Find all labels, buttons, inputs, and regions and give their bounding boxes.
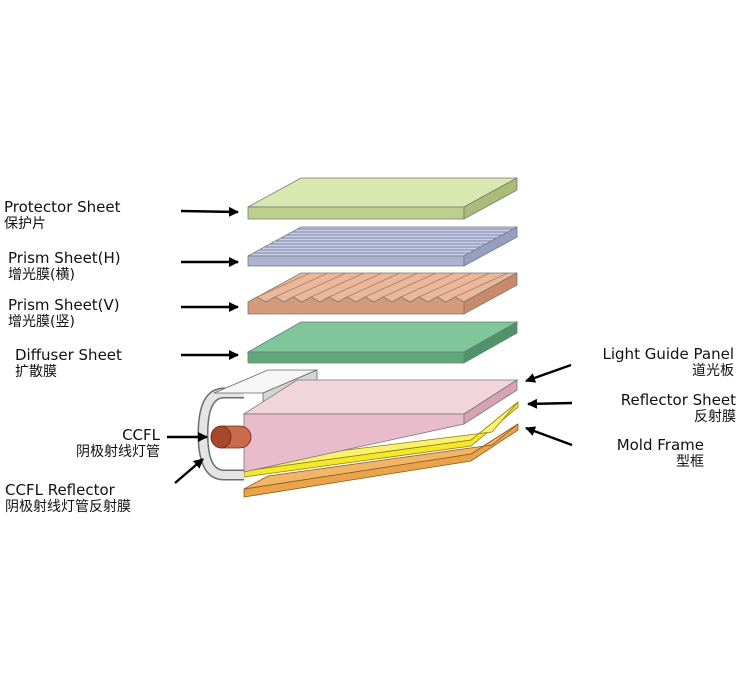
arrow-reflector	[527, 398, 573, 409]
protector-sheet-layer	[247, 177, 518, 220]
label-reflector-sheet: Reflector Sheet 反射膜	[620, 391, 736, 426]
label-light-guide-panel: Light Guide Panel 道光板	[602, 345, 734, 380]
label-light-guide-en: Light Guide Panel	[602, 345, 734, 363]
label-ccfl: CCFL 阴极射线灯管	[76, 426, 160, 461]
label-prism-sheet-h: Prism Sheet(H) 增光膜(横)	[8, 249, 121, 284]
light-guide-panel-layer	[242, 379, 519, 473]
label-ccfl-reflector-en: CCFL Reflector	[5, 481, 115, 499]
arrow-mold-frame	[525, 426, 573, 447]
label-prism-v-en: Prism Sheet(V)	[8, 296, 120, 314]
label-ccfl-en: CCFL	[122, 426, 160, 444]
label-mold-frame-zh: 型框	[676, 454, 704, 471]
label-prism-sheet-v: Prism Sheet(V) 增光膜(竖)	[8, 296, 120, 331]
label-reflector-en: Reflector Sheet	[620, 391, 736, 409]
label-ccfl-reflector: CCFL Reflector 阴极射线灯管反射膜	[5, 481, 131, 516]
callout-arrows	[167, 206, 573, 484]
label-prism-v-zh: 增光膜(竖)	[8, 314, 75, 331]
arrow-ccfl-reflector	[174, 458, 204, 484]
arrow-light-guide	[525, 363, 572, 383]
arrow-protector	[180, 206, 239, 217]
prism-sheet-h-layer	[247, 226, 518, 267]
label-diffuser-zh: 扩散膜	[15, 364, 57, 381]
label-diffuser-sheet: Diffuser Sheet 扩散膜	[15, 346, 122, 381]
ccfl-tube	[210, 425, 252, 449]
diffuser-sheet-layer	[246, 321, 519, 364]
label-prism-h-zh: 增光膜(横)	[8, 267, 75, 284]
label-mold-frame: Mold Frame 型框	[616, 436, 704, 471]
label-ccfl-reflector-zh: 阴极射线灯管反射膜	[5, 499, 131, 516]
label-protector-sheet: Protector Sheet 保护片	[4, 198, 121, 233]
label-light-guide-zh: 道光板	[692, 363, 734, 380]
mold-frame-layer	[243, 423, 519, 498]
label-protector-zh: 保护片	[4, 216, 46, 233]
label-diffuser-en: Diffuser Sheet	[15, 346, 122, 364]
label-reflector-zh: 反射膜	[694, 409, 736, 426]
label-prism-h-en: Prism Sheet(H)	[8, 249, 121, 267]
prism-h-grooves	[254, 228, 513, 254]
label-ccfl-zh: 阴极射线灯管	[76, 444, 160, 461]
prism-v-grooves	[256, 272, 509, 298]
label-mold-frame-en: Mold Frame	[616, 436, 704, 454]
prism-sheet-v-layer	[247, 272, 518, 315]
label-protector-en: Protector Sheet	[4, 198, 121, 216]
